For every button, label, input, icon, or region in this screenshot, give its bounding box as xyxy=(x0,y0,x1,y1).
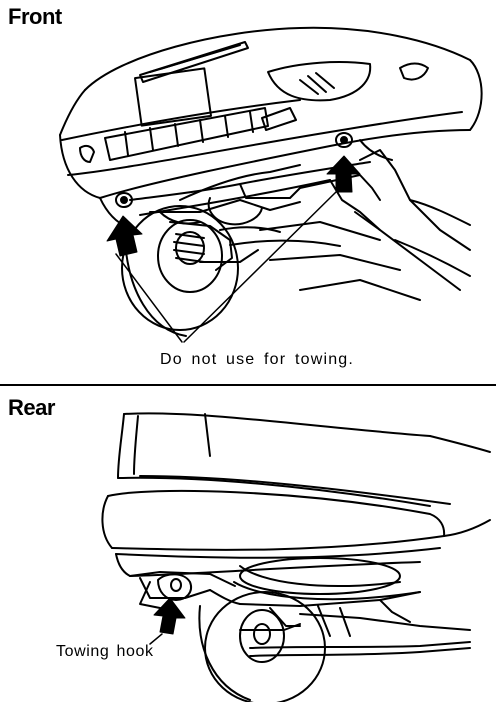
front-arrow-left-icon xyxy=(107,216,142,256)
rear-wheel xyxy=(199,592,470,702)
front-tie-down-right xyxy=(336,133,352,147)
rear-bumper xyxy=(102,491,490,576)
front-caption: Do not use for towing. xyxy=(160,351,355,368)
section-divider xyxy=(0,384,496,386)
rear-body xyxy=(118,413,490,506)
front-wheel xyxy=(122,206,258,336)
front-underbody-illustration xyxy=(0,0,496,384)
rear-leader-line xyxy=(150,634,162,644)
rear-chassis xyxy=(130,558,470,630)
rear-heading: Rear xyxy=(8,395,55,420)
front-leader-lines xyxy=(116,192,336,342)
front-bumper xyxy=(60,28,482,228)
front-heading: Front xyxy=(8,4,62,29)
rear-arrow-icon xyxy=(154,598,185,634)
rear-caption: Towing hook xyxy=(56,643,154,660)
front-tie-down-left xyxy=(116,193,132,207)
rear-towing-hook xyxy=(140,574,191,608)
front-arrow-right-icon xyxy=(327,156,360,192)
front-chassis xyxy=(130,140,470,300)
rear-underbody-illustration xyxy=(0,386,496,702)
